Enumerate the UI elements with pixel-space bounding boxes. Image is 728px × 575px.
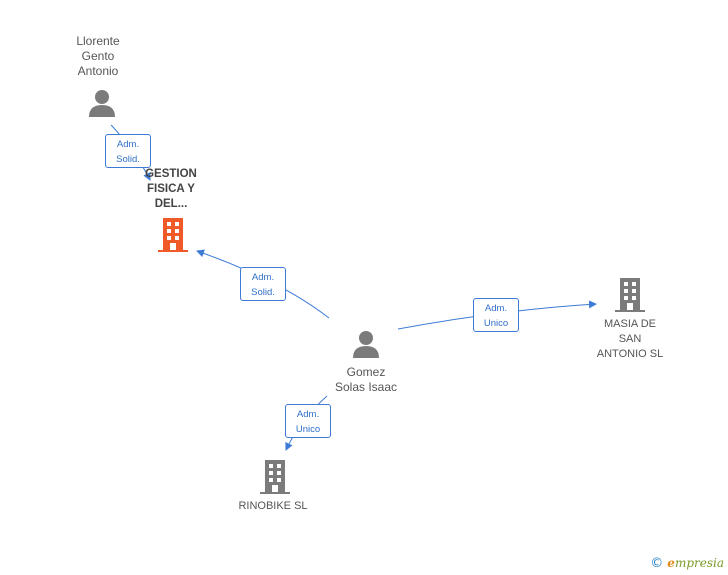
person-icon[interactable] [351, 329, 381, 359]
node-label-gomez[interactable]: Gomez Solas Isaac [334, 365, 398, 394]
brand-logo[interactable]: ©empresia [650, 556, 724, 571]
edge-badge-gomez-rinobike[interactable]: Adm. Unico [285, 404, 331, 438]
copyright-icon: © [650, 556, 664, 571]
badge-line1: Adm. [116, 139, 140, 150]
node-label-gestion[interactable]: GESTION FISICA Y DEL... [145, 168, 197, 210]
badge-line2: Unico [295, 424, 321, 435]
building-icon[interactable] [614, 277, 646, 313]
badge-line1: Adm. [251, 272, 275, 283]
badge-line1: Adm. [484, 303, 508, 314]
badge-line1: Adm. [296, 409, 320, 420]
building-icon-focus[interactable] [157, 217, 189, 253]
edge-badge-gomez-masia[interactable]: Adm. Unico [473, 298, 519, 332]
node-label-llorente[interactable]: Llorente Gento Antonio [76, 34, 120, 78]
badge-line2: Solid. [251, 287, 275, 298]
edge-badge-gomez-gestion[interactable]: Adm. Solid. [240, 267, 286, 301]
badge-line2: Unico [483, 318, 509, 329]
brand-name: mpresia [674, 556, 724, 570]
node-label-masia[interactable]: MASIA DE SAN ANTONIO SL [596, 318, 664, 360]
person-icon[interactable] [87, 88, 117, 118]
brand-initial: e [667, 556, 675, 570]
node-label-rinobike[interactable]: RINOBIKE SL [238, 500, 308, 512]
building-icon[interactable] [259, 459, 291, 495]
badge-line2: Solid. [116, 154, 140, 165]
edge-badge-llorente-gestion[interactable]: Adm. Solid. [105, 134, 151, 168]
